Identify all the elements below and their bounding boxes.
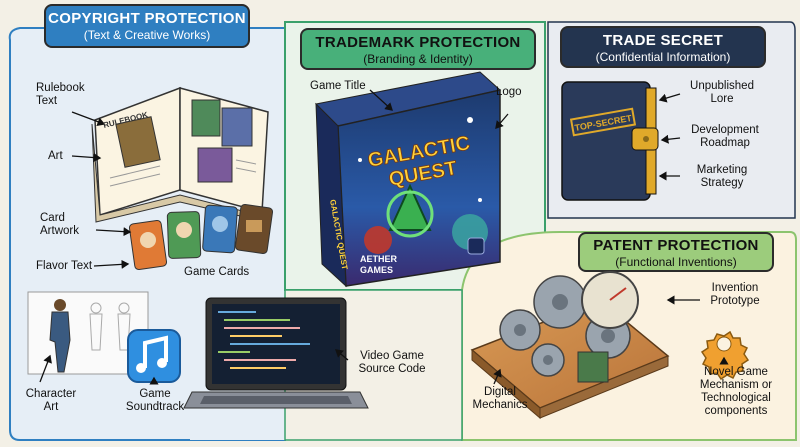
copyright-subtitle: (Text & Creative Works)	[83, 28, 211, 42]
label-flavor-text: Flavor Text	[36, 260, 93, 272]
label-unpublished-lore: Unpublished Lore	[690, 80, 754, 105]
label-digital-mechanics: Digital Mechanics	[472, 386, 528, 411]
laptop-illustration	[183, 297, 369, 409]
copyright-title: COPYRIGHT PROTECTION	[48, 10, 246, 27]
soundtrack-app-icon	[127, 329, 181, 383]
game-box-illustration	[314, 71, 502, 288]
label-rulebook-text: Rulebook Text	[36, 82, 85, 107]
label-game-cards: Game Cards	[184, 266, 250, 278]
label-game-soundtrack: Game Soundtrack	[125, 388, 185, 413]
label-marketing-strategy: Marketing Strategy	[696, 164, 748, 189]
game-cards-illustration	[128, 204, 274, 270]
trade-secret-title-box: TRADE SECRET (Confidential Information)	[560, 26, 766, 68]
patent-subtitle: (Functional Inventions)	[615, 255, 737, 269]
label-card-artwork: Card Artwork	[40, 212, 79, 237]
label-art: Art	[48, 150, 63, 162]
label-arrows	[39, 89, 729, 385]
binder-illustration	[561, 81, 659, 201]
gears-machine-illustration	[470, 271, 750, 420]
label-logo: Logo	[496, 86, 522, 98]
label-game-title: Game Title	[310, 80, 366, 92]
label-invention-prototype: Invention Prototype	[710, 282, 760, 307]
label-character-art: Character Art	[25, 388, 77, 413]
trade-secret-subtitle: (Confidential Information)	[595, 50, 731, 64]
label-development-roadmap: Development Roadmap	[691, 124, 759, 149]
trademark-subtitle: (Branding & Identity)	[363, 52, 473, 66]
publisher-line1: AETHER	[360, 254, 398, 264]
patent-title: PATENT PROTECTION	[593, 237, 759, 254]
copyright-title-box: COPYRIGHT PROTECTION (Text & Creative Wo…	[44, 4, 250, 48]
trademark-title-box: TRADEMARK PROTECTION (Branding & Identit…	[300, 28, 536, 70]
trade-secret-title: TRADE SECRET	[602, 32, 724, 49]
label-video-game-source-code: Video Game Source Code	[358, 350, 426, 375]
trademark-title: TRADEMARK PROTECTION	[315, 34, 521, 51]
publisher-line2: GAMES	[360, 265, 393, 275]
patent-title-box: PATENT PROTECTION (Functional Inventions…	[578, 232, 774, 272]
rulebook-illustration	[91, 86, 269, 223]
label-novel-game-mechanism: Novel Game Mechanism or Technological co…	[699, 366, 773, 417]
